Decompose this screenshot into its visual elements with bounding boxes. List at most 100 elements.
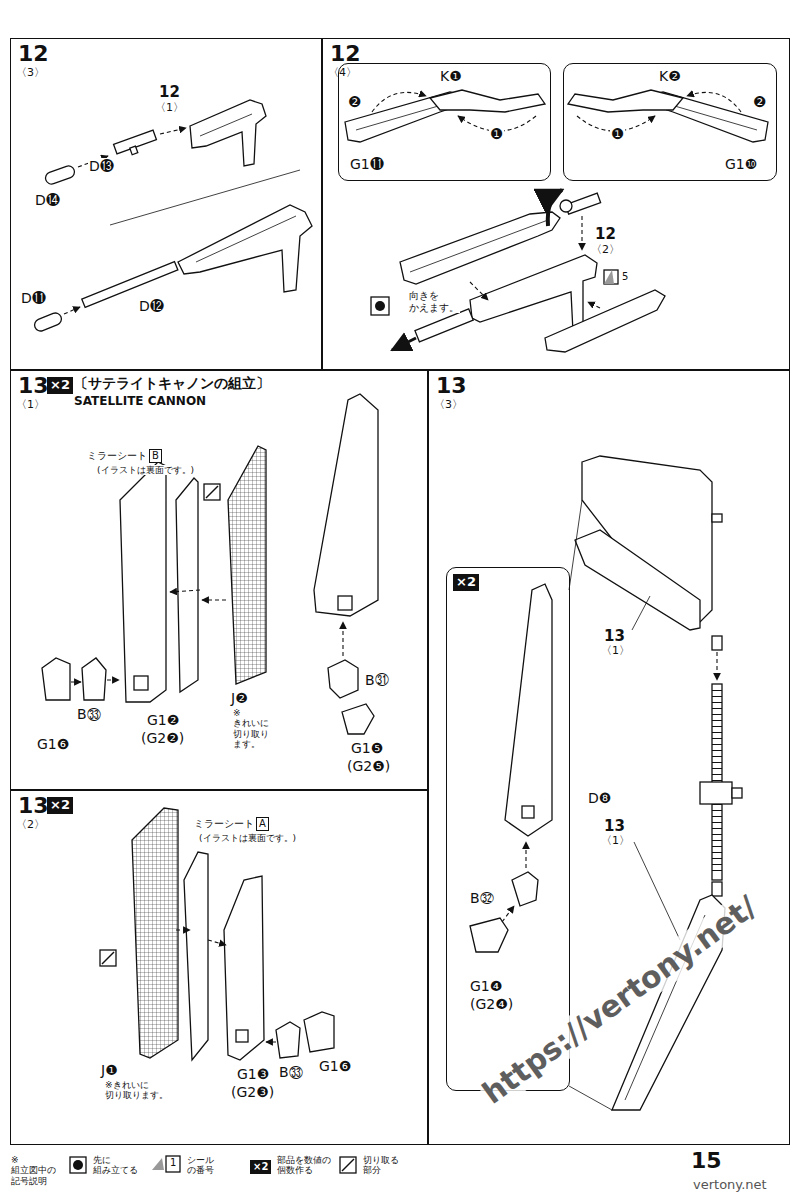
step-number: 12 xyxy=(329,43,362,65)
cannon-assembly-drawing xyxy=(716,652,717,680)
step-panel: 13〈1〉×2〔サテライトキャノンの組立〕SATELLITE CANNON xyxy=(10,370,428,790)
part-label: G1❿ xyxy=(724,156,758,172)
part-label: K❷ xyxy=(658,68,682,84)
wing-part-drawing xyxy=(415,309,473,342)
cannon-assembly-drawing xyxy=(712,514,722,522)
part-label: D❽ xyxy=(587,790,612,806)
cannon-plate-drawing xyxy=(276,1022,300,1058)
cannon-plate-drawing xyxy=(228,446,266,684)
cannon-assembly-drawing xyxy=(732,788,742,798)
wing-part-drawing xyxy=(345,90,768,352)
cannon-plate-drawing xyxy=(176,929,190,930)
quantity-badge: ×2 xyxy=(47,377,73,394)
section-title: 〔サテライトキャノンの組立〕 xyxy=(73,375,271,391)
wing-part-drawing xyxy=(371,297,389,315)
legend-symbol xyxy=(70,1157,86,1173)
callout-number: 〈1〉 xyxy=(600,835,631,848)
wing-part-drawing xyxy=(415,309,473,342)
part-label: B㉝ xyxy=(278,1064,304,1080)
cannon-plate-drawing xyxy=(236,1030,248,1042)
order-mark: ❶ xyxy=(610,126,625,143)
part-label: G1❸ xyxy=(236,1066,270,1082)
cannon-plate-drawing xyxy=(202,599,226,600)
part-label: G1❺ xyxy=(350,740,384,756)
inset-box: ×2B㉜G1❹(G2❹) xyxy=(446,567,570,1091)
sticker-number: 5 xyxy=(621,271,629,283)
wing-part-drawing xyxy=(400,212,560,284)
legend-text: シール の番号 xyxy=(186,1155,215,1176)
part-label: B㉛ xyxy=(364,672,390,688)
sheet-label: A xyxy=(256,817,269,831)
cannon-plate-drawing xyxy=(204,484,220,500)
cannon-plate-drawing xyxy=(71,681,81,682)
part-label: J❶ xyxy=(100,1062,119,1078)
cannon-plate-drawing xyxy=(42,394,378,1060)
wing-part-drawing xyxy=(345,90,545,142)
part-label: D⓬ xyxy=(138,298,165,314)
order-mark: ❷ xyxy=(752,94,767,111)
wing-part-drawing xyxy=(372,92,426,112)
wing-part-drawing xyxy=(375,301,385,311)
part-label: (G2❹) xyxy=(469,996,514,1012)
callout-number: 12 xyxy=(158,84,181,101)
cannon-plate-drawing xyxy=(342,622,343,656)
wing-part-drawing xyxy=(410,220,548,272)
wing-part-drawing xyxy=(470,282,488,300)
gun-drawing xyxy=(178,205,312,292)
gun-drawing xyxy=(114,130,157,154)
cannon-plate-drawing xyxy=(304,1012,334,1052)
cannon-plate-drawing xyxy=(42,658,70,700)
quantity-badge: ×2 xyxy=(453,574,479,591)
step-number: 13 xyxy=(17,795,50,817)
section-title: SATELLITE CANNON xyxy=(73,395,207,409)
part-label: G1❻ xyxy=(36,736,70,752)
gun-drawing xyxy=(160,128,186,134)
inset-box: K❷ ❷ ❶ G1❿ xyxy=(563,63,777,181)
gun-drawing xyxy=(190,100,266,166)
legend-symbol xyxy=(152,1158,164,1170)
cannon-plate-drawing xyxy=(328,660,358,698)
wing-part-drawing xyxy=(545,290,665,352)
legend-text: 部品を数値の 個数作る xyxy=(276,1155,332,1176)
gun-drawing xyxy=(44,164,76,186)
cannon-assembly-drawing xyxy=(522,806,534,818)
sub-step: 〈4〉 xyxy=(327,67,358,80)
legend-text: 切り取る 部分 xyxy=(362,1155,400,1176)
note-text: (イラストは裏面です。) xyxy=(198,833,297,843)
cannon-plate-drawing xyxy=(102,952,114,964)
cannon-plate-drawing xyxy=(100,950,116,966)
cannon-plate-drawing xyxy=(176,478,198,692)
sub-step: 〈2〉 xyxy=(15,819,46,832)
part-label: D⓫ xyxy=(20,290,47,306)
cannon-plate-drawing xyxy=(224,876,264,1060)
part-label: D⓭ xyxy=(88,158,115,174)
note-text: 向きを かえます。 xyxy=(408,290,460,313)
cannon-assembly-drawing xyxy=(505,584,552,836)
cannon-plate-drawing xyxy=(208,940,226,945)
sticker-number: 1 xyxy=(169,1157,177,1169)
wing-part-drawing xyxy=(588,302,600,308)
callout-number: 13 xyxy=(603,818,626,835)
part-label: B㉝ xyxy=(76,706,102,722)
step-number: 13 xyxy=(17,375,50,397)
legend-symbol xyxy=(340,1157,356,1173)
cannon-plate-drawing xyxy=(342,704,374,734)
callout-number: 〈1〉 xyxy=(600,645,631,658)
wing-part-drawing xyxy=(470,255,597,332)
gun-drawing xyxy=(114,130,159,159)
cannon-assembly-drawing xyxy=(634,842,680,940)
wing-part-drawing xyxy=(392,338,416,350)
cannon-plate-drawing xyxy=(314,394,378,616)
note-text: ※きれいに 切り取り ます。 xyxy=(232,708,270,749)
order-mark: ❶ xyxy=(489,126,504,143)
cannon-assembly-drawing xyxy=(712,882,722,896)
part-label: G1❹ xyxy=(469,978,503,994)
cannon-assembly-drawing xyxy=(512,872,538,906)
callout-number: 13 xyxy=(603,628,626,645)
step-panel: 12〈4〉K❶❷❶G1⓫K❷❷❶G1❿ xyxy=(322,38,790,370)
part-label: G1⓫ xyxy=(349,156,385,172)
cannon-assembly-drawing xyxy=(569,1086,612,1110)
gun-drawing xyxy=(200,114,252,136)
cannon-plate-drawing xyxy=(170,590,200,592)
